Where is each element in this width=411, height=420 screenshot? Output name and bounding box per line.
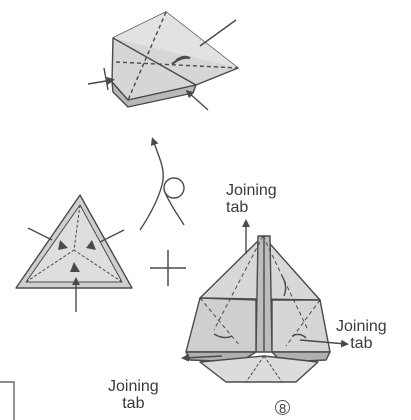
- label-line: Joining: [108, 378, 159, 395]
- label-line: tab: [336, 335, 387, 352]
- joining-tab-label-bottom: Joining tab: [108, 378, 159, 412]
- label-line: Joining: [226, 182, 277, 199]
- step-number: 8: [279, 401, 286, 416]
- left-triangle-unit: [16, 195, 132, 312]
- label-line: tab: [226, 199, 277, 216]
- label-line: tab: [108, 395, 159, 412]
- assembled-unit: [184, 222, 346, 382]
- frame-corner: [0, 382, 14, 420]
- loop-arrow-icon: [140, 140, 184, 230]
- label-line: Joining: [336, 318, 387, 335]
- joining-tab-label-right: Joining tab: [336, 318, 387, 352]
- top-pyramid-unit: [88, 12, 238, 110]
- joining-tab-label-top: Joining tab: [226, 182, 277, 216]
- plus-sign-icon: [150, 250, 186, 286]
